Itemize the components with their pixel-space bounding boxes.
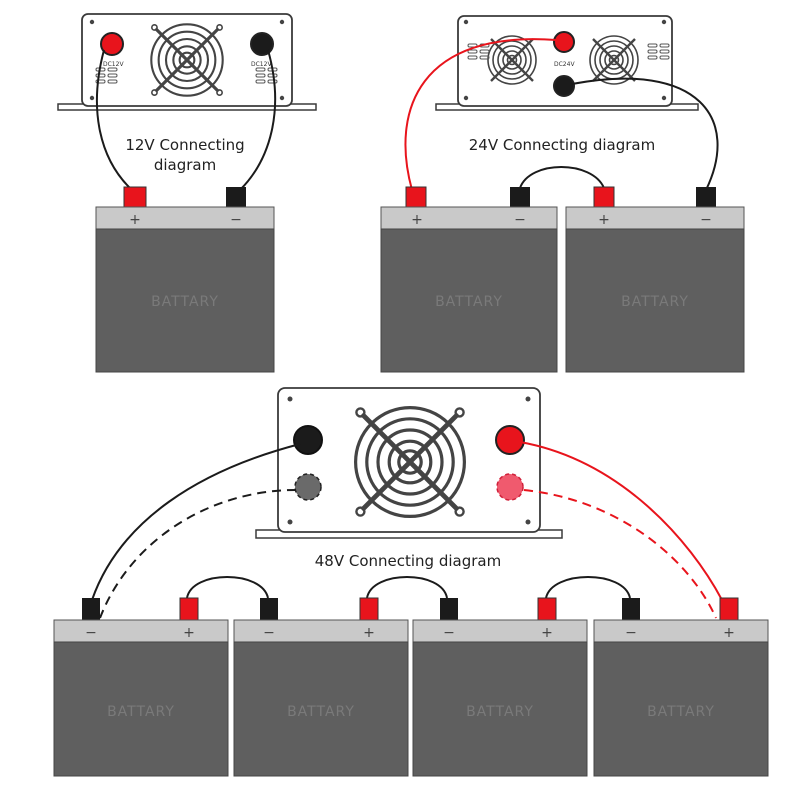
svg-text:+: + — [723, 625, 735, 641]
screw-icon — [525, 396, 531, 402]
svg-text:−: − — [230, 212, 242, 228]
positive-terminal-icon — [100, 32, 124, 56]
battery-24v-2: + − BATTARY — [565, 186, 745, 373]
cable-negative — [239, 49, 277, 191]
svg-text:+: + — [363, 625, 375, 641]
svg-text:−: − — [443, 625, 455, 641]
battery-label: BATTARY — [151, 294, 219, 310]
screw-icon — [287, 396, 293, 402]
diagram-12v: DC12V DC12V 12V Connecting diagram + − B… — [57, 13, 317, 373]
screw-icon — [463, 19, 469, 25]
svg-text:−: − — [263, 625, 275, 641]
cable-negative-alt — [99, 489, 297, 619]
diagram-title-24v: 24V Connecting diagram — [469, 136, 655, 154]
diagram-48v: 48V Connecting diagram − + BATTARY − + B… — [53, 387, 769, 777]
svg-text:−: − — [700, 212, 712, 228]
cable-series-link — [186, 576, 269, 599]
diagram-title-12v-line2: diagram — [154, 156, 216, 174]
svg-text:−: − — [514, 212, 526, 228]
diagram-24v: DC24V 24V Connecting diagram + − BATTARY… — [380, 15, 745, 373]
battery-12v: + − BATTARY — [95, 186, 275, 373]
inverter-48v — [255, 387, 563, 539]
battery-label: BATTARY — [107, 704, 175, 720]
cable-negative — [91, 443, 301, 601]
screw-icon — [279, 19, 285, 25]
screw-icon — [525, 519, 531, 525]
cable-positive — [519, 441, 723, 601]
screw-icon — [661, 95, 667, 101]
diagram-title-12v-line1: 12V Connecting — [125, 136, 244, 154]
diagram-title-48v: 48V Connecting diagram — [315, 552, 501, 570]
negative-terminal-icon — [553, 75, 575, 97]
battery-label: BATTARY — [466, 704, 534, 720]
battery-label: BATTARY — [647, 704, 715, 720]
inverter-24v: DC24V — [435, 15, 699, 111]
svg-text:−: − — [625, 625, 637, 641]
svg-text:+: + — [541, 625, 553, 641]
port-label-neg: DC12V — [251, 61, 272, 68]
battery-label: BATTARY — [287, 704, 355, 720]
cable-positive-alt — [523, 489, 717, 619]
svg-text:+: + — [598, 212, 610, 228]
cable-positive — [404, 38, 557, 191]
screw-icon — [279, 95, 285, 101]
svg-text:−: − — [85, 625, 97, 641]
cable-negative — [95, 49, 133, 191]
screw-icon — [287, 519, 293, 525]
positive-terminal-icon — [553, 31, 575, 53]
screw-icon — [89, 19, 95, 25]
cable-series-link — [545, 576, 631, 599]
positive-terminal-icon — [495, 425, 525, 455]
cable-negative — [571, 77, 719, 191]
battery-label: BATTARY — [621, 294, 689, 310]
negative-terminal-icon — [293, 425, 323, 455]
svg-text:+: + — [411, 212, 423, 228]
cable-series-link — [366, 576, 448, 599]
positive-terminal-alt-icon — [496, 473, 524, 501]
battery-48v-1: − + BATTARY — [53, 597, 229, 777]
port-label: DC24V — [554, 61, 575, 68]
svg-text:+: + — [183, 625, 195, 641]
negative-terminal-alt-icon — [294, 473, 322, 501]
battery-48v-4: − + BATTARY — [593, 597, 769, 777]
screw-icon — [463, 95, 469, 101]
battery-48v-2: − + BATTARY — [233, 597, 409, 777]
port-label-pos: DC12V — [103, 61, 124, 68]
cable-series-link — [519, 166, 605, 189]
screw-icon — [661, 19, 667, 25]
battery-48v-3: − + BATTARY — [412, 597, 588, 777]
svg-text:+: + — [129, 212, 141, 228]
battery-label: BATTARY — [435, 294, 503, 310]
negative-terminal-icon — [250, 32, 274, 56]
screw-icon — [89, 95, 95, 101]
inverter-12v: DC12V DC12V — [57, 13, 317, 111]
battery-24v-1: + − BATTARY — [380, 186, 558, 373]
